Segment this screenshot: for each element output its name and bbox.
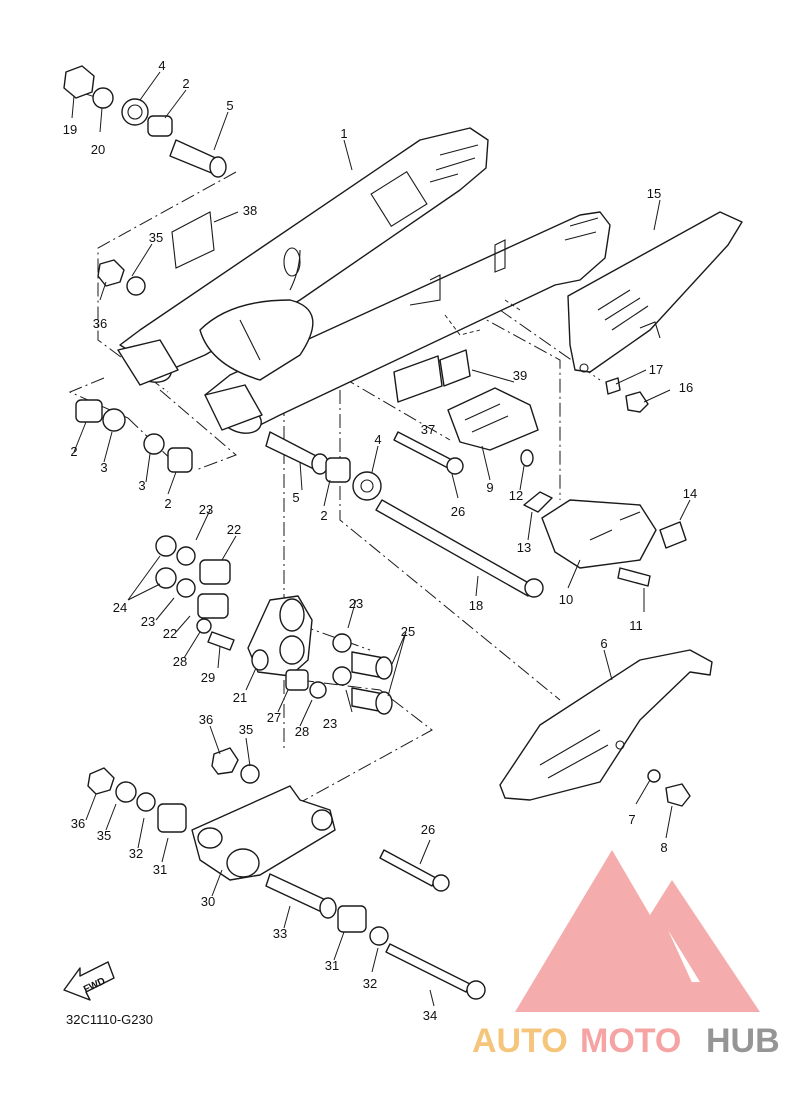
callout-38: 38 bbox=[243, 203, 257, 218]
callout-2: 2 bbox=[182, 76, 189, 91]
watermark-hub: HUB bbox=[706, 1022, 780, 1060]
callout-3b: 3 bbox=[138, 478, 145, 493]
callout-1: 1 bbox=[340, 126, 347, 141]
callout-9: 9 bbox=[486, 480, 493, 495]
callout-35b: 35 bbox=[239, 722, 253, 737]
lower-bolts bbox=[379, 849, 486, 1000]
watermark-logo-mark bbox=[515, 850, 760, 1012]
callout-20: 20 bbox=[91, 142, 105, 157]
callout-35c: 35 bbox=[97, 828, 111, 843]
swingarm bbox=[117, 127, 611, 434]
chain-guard bbox=[567, 211, 743, 373]
callout-4: 4 bbox=[158, 58, 165, 73]
callout-labels: 19 20 4 2 5 1 38 35 36 39 37 2 3 3 2 5 2… bbox=[63, 58, 697, 1023]
callout-2c: 2 bbox=[164, 496, 171, 511]
leader-lines bbox=[71, 71, 691, 1007]
chain-support bbox=[499, 649, 713, 801]
callout-5b: 5 bbox=[292, 490, 299, 505]
fwd-arrow-icon: FWD bbox=[63, 961, 115, 1001]
callout-35: 35 bbox=[149, 230, 163, 245]
relay-arm bbox=[247, 595, 313, 677]
connecting-rod bbox=[191, 785, 336, 881]
callout-26b: 26 bbox=[421, 822, 435, 837]
callout-10: 10 bbox=[559, 592, 573, 607]
callout-23b: 23 bbox=[141, 614, 155, 629]
callout-32b: 32 bbox=[363, 976, 377, 991]
callout-4b: 4 bbox=[374, 432, 381, 447]
callout-26: 26 bbox=[451, 504, 465, 519]
callout-31: 31 bbox=[153, 862, 167, 877]
chain-puller-assembly bbox=[447, 387, 687, 587]
callout-39: 39 bbox=[513, 368, 527, 383]
callout-36b: 36 bbox=[199, 712, 213, 727]
callout-2d: 2 bbox=[320, 508, 327, 523]
callout-31b: 31 bbox=[325, 958, 339, 973]
callout-24: 24 bbox=[113, 600, 127, 615]
callout-11: 11 bbox=[629, 618, 643, 633]
watermark-auto: AUTO bbox=[472, 1022, 568, 1060]
callout-2b: 2 bbox=[70, 444, 77, 459]
callout-29: 29 bbox=[201, 670, 215, 685]
callout-33: 33 bbox=[273, 926, 287, 941]
watermark-logo: AUTO MOTO HUB bbox=[472, 850, 780, 1060]
pivot-shaft bbox=[375, 499, 544, 598]
callout-23d: 23 bbox=[323, 716, 337, 731]
callout-25: 25 bbox=[401, 624, 415, 639]
callout-8: 8 bbox=[660, 840, 667, 855]
callout-22: 22 bbox=[227, 522, 241, 537]
callout-15: 15 bbox=[647, 186, 661, 201]
callout-19: 19 bbox=[63, 122, 77, 137]
callout-13: 13 bbox=[517, 540, 531, 555]
callout-36: 36 bbox=[93, 316, 107, 331]
callout-7: 7 bbox=[628, 812, 635, 827]
callout-17: 17 bbox=[649, 362, 663, 377]
callout-28: 28 bbox=[173, 654, 187, 669]
upper-bolt bbox=[393, 431, 464, 475]
callout-28b: 28 bbox=[295, 724, 309, 739]
callout-6: 6 bbox=[600, 636, 607, 651]
callout-27: 27 bbox=[267, 710, 281, 725]
callout-14: 14 bbox=[683, 486, 697, 501]
callout-23c: 23 bbox=[349, 596, 363, 611]
decals bbox=[171, 211, 471, 403]
callout-30: 30 bbox=[201, 894, 215, 909]
callout-34: 34 bbox=[423, 1008, 437, 1023]
callout-16: 16 bbox=[679, 380, 693, 395]
callout-36c: 36 bbox=[71, 816, 85, 831]
callout-32: 32 bbox=[129, 846, 143, 861]
callout-18: 18 bbox=[469, 598, 483, 613]
callout-37: 37 bbox=[421, 422, 435, 437]
callout-22b: 22 bbox=[163, 626, 177, 641]
watermark-moto: MOTO bbox=[580, 1022, 681, 1060]
callout-23: 23 bbox=[199, 502, 213, 517]
callout-3: 3 bbox=[100, 460, 107, 475]
diagram-code: 32C1110-G230 bbox=[66, 1012, 153, 1027]
callout-21: 21 bbox=[233, 690, 247, 705]
small-hardware bbox=[63, 65, 691, 946]
callout-5: 5 bbox=[226, 98, 233, 113]
callout-12: 12 bbox=[509, 488, 523, 503]
